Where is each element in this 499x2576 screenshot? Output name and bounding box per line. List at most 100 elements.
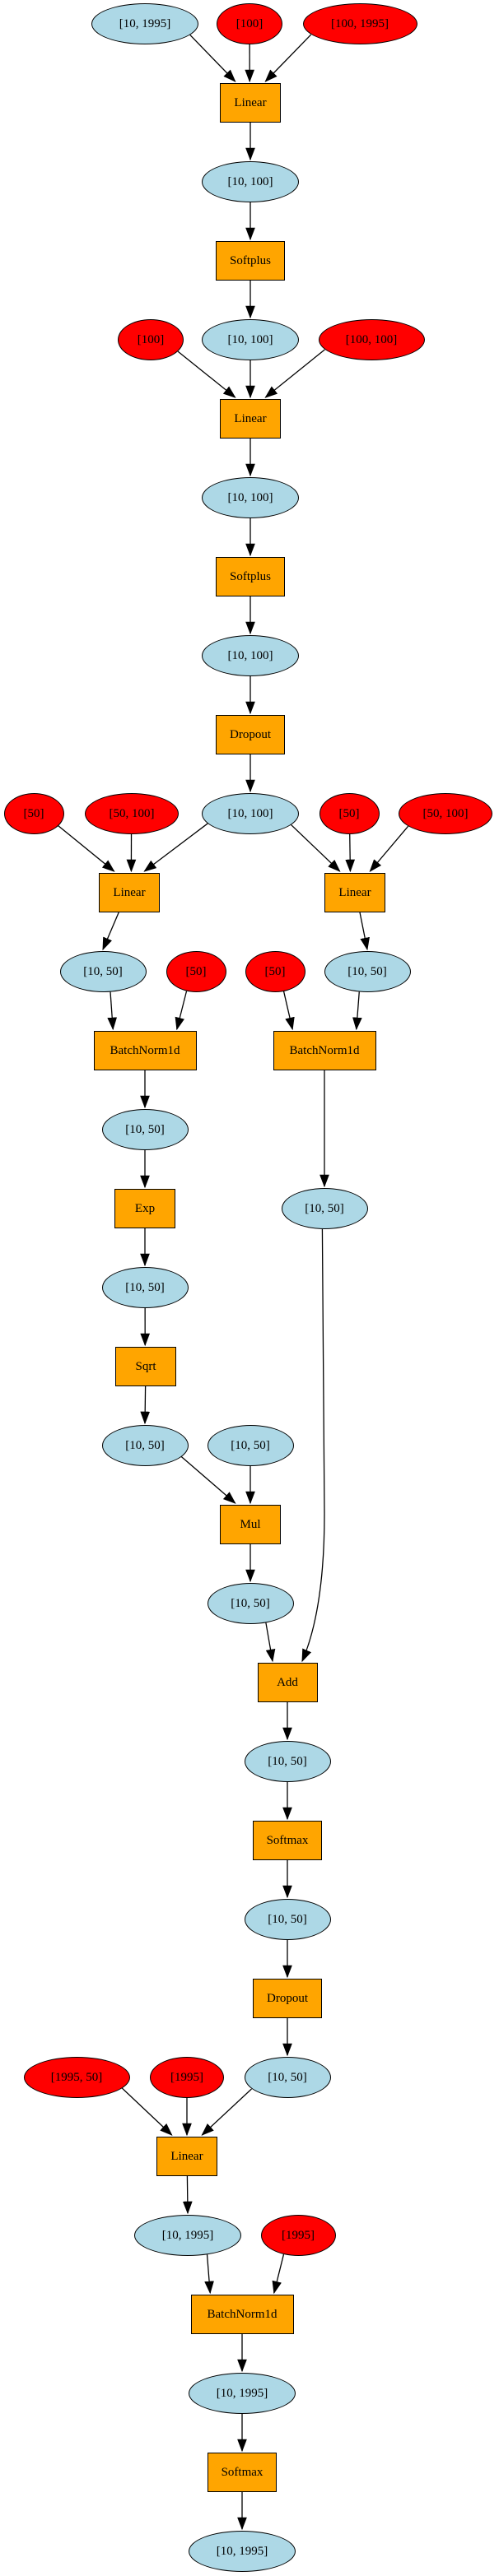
node-label: [1995] — [282, 2228, 315, 2242]
node-label: [10, 50] — [231, 1438, 270, 1452]
node-label: Softplus — [229, 569, 271, 583]
node-label: Linear — [234, 95, 267, 109]
node-label: [50] — [338, 806, 360, 820]
node-label: [10, 50] — [83, 964, 123, 978]
node-label: Softmax — [266, 1833, 309, 1847]
node-label: [50] — [185, 964, 207, 978]
tensor-node-t3: [10, 100] — [202, 319, 299, 360]
edge-t14-op13 — [265, 1622, 276, 1663]
tensor-node-t17: [10, 50] — [244, 2057, 331, 2098]
parameter-node-p11: [1995, 50] — [23, 2057, 130, 2098]
node-label: Linear — [338, 885, 371, 899]
node-label: [10, 50] — [305, 1201, 344, 1215]
node-label: Linear — [234, 411, 267, 425]
edge-op6-t7 — [102, 912, 119, 951]
node-label: [100] — [137, 332, 165, 346]
node-label: Softplus — [229, 253, 271, 267]
edge-p11-op16 — [121, 2087, 173, 2136]
node-label: [50, 100] — [109, 806, 155, 820]
node-label: [50] — [264, 964, 286, 978]
node-label: [50] — [23, 806, 44, 820]
edge-op16-t18 — [182, 2175, 193, 2215]
parameter-node-p1: [100] — [217, 3, 282, 44]
node-label: Linear — [170, 2149, 203, 2163]
node-label: [100, 100] — [345, 332, 398, 346]
parameter-node-p4: [100, 100] — [318, 319, 425, 360]
edge-t6-op6 — [143, 823, 208, 872]
tensor-node-t20: [10, 1995] — [189, 2531, 296, 2572]
node-label: [10, 100] — [227, 806, 273, 820]
edge-op11-t12 — [140, 1385, 151, 1425]
node-label: Linear — [113, 885, 146, 899]
tensor-node-t6: [10, 100] — [202, 793, 299, 834]
edge-t10-op13 — [301, 1228, 325, 1663]
edge-t12-op12 — [180, 1455, 236, 1504]
parameter-node-p7: [50] — [319, 793, 380, 834]
edge-p2-op1 — [264, 34, 312, 82]
edge-p13-op17 — [272, 2253, 285, 2295]
node-label: BatchNorm1d — [110, 1043, 180, 1057]
node-label: [10, 50] — [268, 2070, 307, 2084]
operation-node-op7: Linear — [324, 873, 385, 912]
operation-node-op1: Linear — [220, 83, 281, 123]
parameter-node-p8: [50, 100] — [399, 793, 492, 834]
node-label: [100] — [236, 16, 263, 30]
node-label: Exp — [134, 1201, 156, 1215]
tensor-node-t11: [10, 50] — [101, 1267, 189, 1308]
operation-node-op9: BatchNorm1d — [273, 1031, 376, 1070]
tensor-node-t7: [10, 50] — [59, 951, 147, 992]
node-label: [10, 50] — [268, 1912, 307, 1926]
tensor-node-t12: [10, 50] — [101, 1425, 189, 1466]
node-label: [10, 100] — [227, 332, 273, 346]
edge-p8-op7 — [369, 825, 409, 872]
operation-node-op18: Softmax — [208, 2453, 277, 2492]
edge-t7-op8 — [107, 991, 118, 1031]
node-label: [10, 1995] — [161, 2228, 214, 2242]
operation-node-op10: Exp — [114, 1189, 175, 1228]
tensor-node-t14: [10, 50] — [207, 1583, 294, 1624]
tensor-node-t19: [10, 1995] — [189, 2373, 296, 2414]
node-label: [10, 100] — [227, 490, 273, 504]
tensor-node-t10: [10, 50] — [281, 1188, 368, 1229]
edge-op7-t8 — [359, 912, 370, 951]
edge-t18-op17 — [204, 2254, 214, 2295]
node-label: Add — [277, 1675, 298, 1689]
parameter-node-p3: [100] — [118, 319, 184, 360]
node-label: [10, 1995] — [216, 2544, 268, 2558]
edge-p9-op8 — [175, 991, 188, 1031]
node-label: [10, 50] — [347, 964, 387, 978]
edge-p4-op3 — [264, 349, 325, 398]
parameter-node-p10: [50] — [245, 951, 305, 992]
operation-node-op5: Dropout — [216, 715, 285, 754]
parameter-node-p12: [1995] — [150, 2057, 224, 2098]
tensor-node-t13: [10, 50] — [207, 1425, 294, 1466]
parameter-node-p9: [50] — [166, 951, 226, 992]
node-label: [10, 50] — [231, 1596, 270, 1610]
parameter-node-p5: [50] — [3, 793, 64, 834]
operation-node-op13: Add — [257, 1663, 318, 1702]
operation-node-op12: Mul — [220, 1505, 281, 1544]
operation-node-op15: Dropout — [253, 1979, 322, 2018]
node-label: Dropout — [267, 1991, 308, 2005]
tensor-node-t15: [10, 50] — [244, 1741, 331, 1782]
edge-t6-op7 — [291, 824, 341, 872]
operation-node-op14: Softmax — [253, 1821, 322, 1860]
node-label: [1995] — [170, 2070, 203, 2084]
tensor-node-t16: [10, 50] — [244, 1899, 331, 1940]
operation-node-op2: Softplus — [216, 241, 285, 281]
node-label: [10, 100] — [227, 174, 273, 188]
edge-p5-op6 — [58, 825, 115, 872]
tensor-node-t1: [10, 1995] — [91, 3, 198, 44]
node-label: [10, 50] — [268, 1754, 307, 1768]
node-label: Dropout — [230, 727, 271, 741]
parameter-node-p13: [1995] — [260, 2215, 336, 2256]
operation-node-op11: Sqrt — [115, 1347, 176, 1386]
tensor-node-t5: [10, 100] — [202, 635, 299, 676]
operation-node-op17: BatchNorm1d — [190, 2295, 294, 2334]
parameter-node-p6: [50, 100] — [85, 793, 179, 834]
tensor-node-t8: [10, 50] — [324, 951, 411, 992]
node-label: BatchNorm1d — [289, 1043, 360, 1057]
node-label: [10, 50] — [125, 1280, 165, 1294]
node-label: [10, 100] — [227, 648, 273, 662]
